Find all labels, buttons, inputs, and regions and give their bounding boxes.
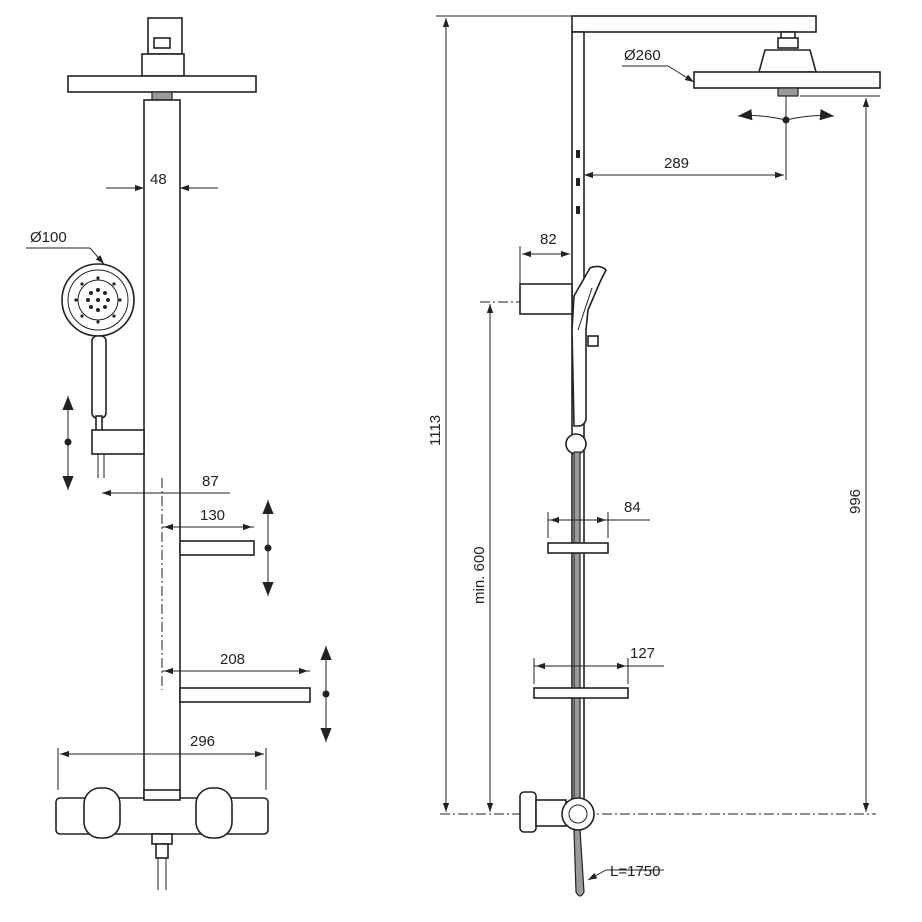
front-holder-adjust-arrow: [62, 396, 74, 490]
front-dim-mixer-width-label: 296: [190, 733, 215, 750]
front-shelf-large: 208: [162, 646, 332, 742]
side-dim-shelf-large-label: 127: [630, 645, 655, 662]
front-view: 48 Ø100: [26, 17, 332, 890]
front-dim-holder-offset-label: 87: [202, 473, 219, 490]
side-shower-arm: [571, 15, 817, 49]
side-dim-hose-length-label: L=1750: [610, 863, 660, 880]
side-mixer: [519, 791, 595, 897]
side-bar-marks: [576, 150, 580, 214]
side-dim-head-height-label: 996: [847, 489, 864, 514]
side-dim-hose-length: L=1750: [587, 863, 664, 881]
side-shelf-large: 127: [533, 645, 664, 699]
front-dim-mixer-width: 296: [57, 733, 267, 790]
front-dim-shelf-large-label: 208: [220, 651, 245, 668]
front-hand-shower: [61, 263, 135, 435]
side-dim-arm-reach: 289: [584, 96, 787, 180]
side-dim-arm-reach-label: 289: [664, 155, 689, 172]
front-dim-holder-offset: 87: [102, 473, 230, 497]
side-view: Ø260 289 82: [427, 15, 881, 897]
front-top-connector: [141, 17, 185, 77]
front-dim-hand-shower: Ø100: [26, 229, 105, 265]
side-dim-holder-depth-label: 82: [540, 231, 557, 248]
side-dim-total-height-label: 1113: [427, 415, 444, 446]
side-dim-total-height: 1113: [427, 15, 572, 812]
side-head-shower: [693, 49, 881, 97]
front-shelf-small: 130: [162, 500, 274, 596]
side-dim-head-shower-label: Ø260: [624, 47, 661, 64]
front-shower-bar: [143, 99, 181, 799]
side-dim-head-shower: Ø260: [622, 47, 695, 83]
front-dim-bar-width: 48: [106, 171, 218, 192]
side-hand-holder: [519, 265, 607, 427]
front-dim-hand-shower-label: Ø100: [30, 229, 67, 246]
front-dim-shelf-small-label: 130: [200, 507, 225, 524]
side-lower-bar: [565, 433, 587, 801]
side-dim-shelf-small-label: 84: [624, 499, 641, 516]
front-hand-holder: [91, 429, 145, 478]
front-dim-bar-width-label: 48: [150, 171, 167, 188]
front-mixer: [55, 787, 269, 890]
side-shelf-small: 84: [547, 499, 650, 554]
side-dim-head-height: 996: [800, 95, 880, 812]
side-dim-min-height-label: min. 600: [471, 546, 488, 604]
front-head-shower: [67, 75, 257, 101]
side-dim-min-height: min. 600: [471, 304, 494, 812]
